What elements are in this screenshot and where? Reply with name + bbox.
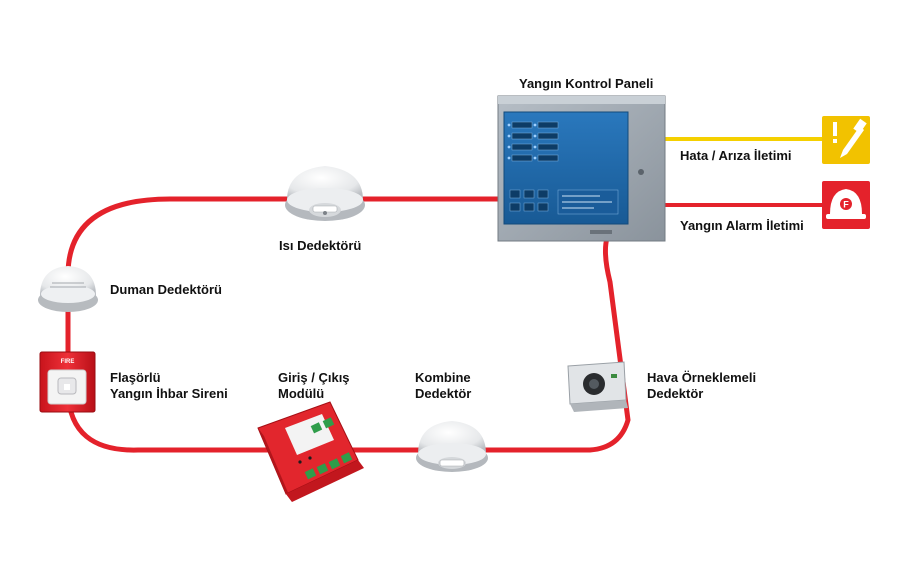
fire-control-panel xyxy=(497,95,666,242)
combined-detector-device xyxy=(416,421,488,472)
combined-detector-label-line2: Dedektör xyxy=(415,386,471,401)
siren-fire-badge: FIRE xyxy=(61,359,75,365)
heat-detector-device xyxy=(285,166,365,221)
air-sampling-label-line2: Dedektör xyxy=(647,386,703,401)
strobe-siren-label-line1: Flaşörlü xyxy=(110,370,161,385)
svg-text:F: F xyxy=(843,200,849,210)
combined-detector-label-line1: Kombine xyxy=(415,370,471,385)
strobe-siren-label-line2: Yangın İhbar Sireni xyxy=(110,386,228,401)
alarm-signal-label: Yangın Alarm İletimi xyxy=(680,218,804,233)
io-module-device xyxy=(257,401,364,502)
detection-loop-line xyxy=(65,196,631,453)
air-sampling-label-line1: Hava Örneklemeli xyxy=(647,370,756,385)
air-sampling-detector-device xyxy=(567,361,628,412)
heat-detector-label: Isı Dedektörü xyxy=(279,238,361,253)
smoke-detector-device xyxy=(38,266,98,312)
io-module-label-line2: Modülü xyxy=(278,386,324,401)
control-panel-label: Yangın Kontrol Paneli xyxy=(519,76,653,91)
smoke-detector-label: Duman Dedektörü xyxy=(110,282,222,297)
fault-signal-label: Hata / Arıza İletimi xyxy=(680,148,792,163)
io-module-label-line1: Giriş / Çıkış xyxy=(278,370,350,385)
fire-helmet-icon: F xyxy=(822,181,870,229)
strobe-siren-device: FIRE xyxy=(39,351,96,413)
screwdriver-warning-icon xyxy=(822,116,870,164)
